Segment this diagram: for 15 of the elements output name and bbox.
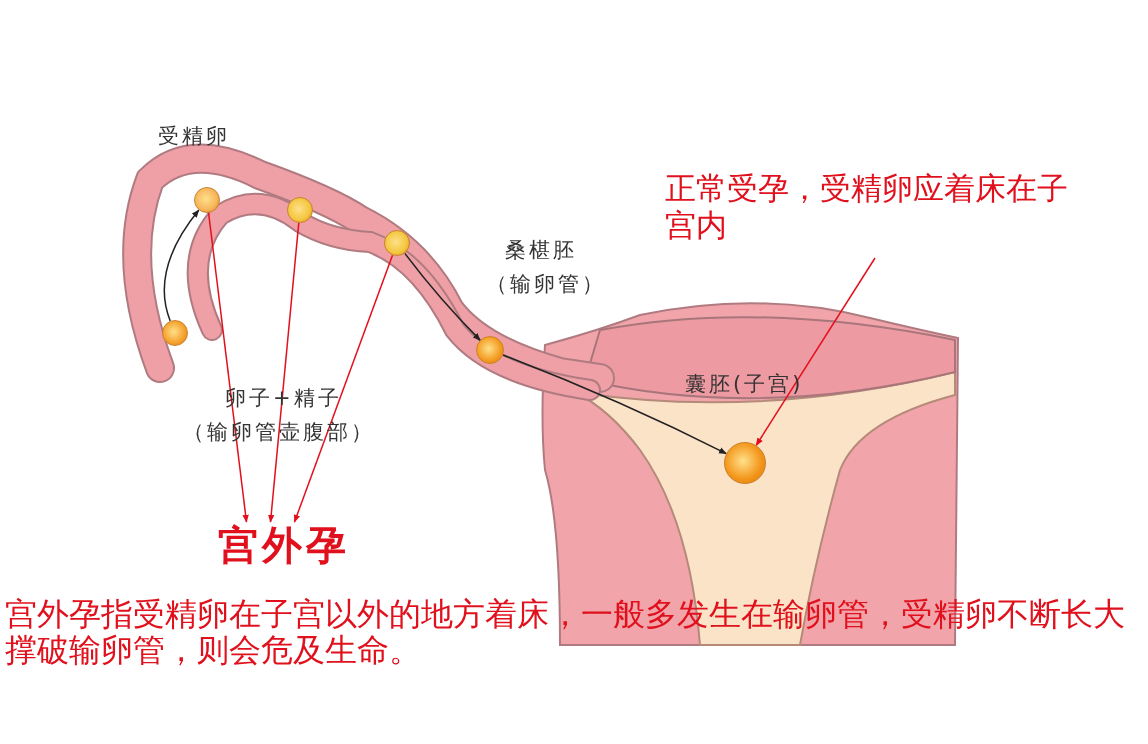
- leader-arrow: [268, 222, 300, 523]
- anatomy-label: 受精卵: [158, 123, 230, 150]
- arrow: [163, 209, 200, 322]
- leader-arrow: [207, 212, 249, 523]
- leader-arrow: [755, 257, 876, 446]
- callout-text: 正常受孕，受精卵应着床在子宫内: [665, 170, 1085, 258]
- anatomy-label: 囊胚(子宫): [685, 371, 804, 398]
- heading-label: 宫外孕: [218, 522, 368, 578]
- arrow: [404, 252, 481, 341]
- arrow: [502, 354, 727, 455]
- anatomy-label: （输卵管）: [486, 271, 606, 298]
- egg-cell-icon: [194, 187, 220, 213]
- egg-cell-icon: [162, 320, 188, 346]
- anatomy-label: 桑椹胚: [505, 237, 577, 264]
- leader-arrow: [293, 254, 394, 523]
